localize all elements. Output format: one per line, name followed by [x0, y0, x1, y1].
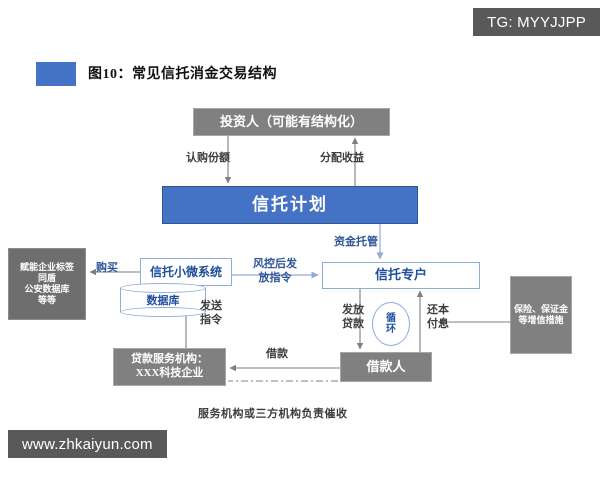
database-cylinder-bottom [120, 307, 206, 317]
node-investor: 投资人（可能有结构化） [193, 108, 390, 136]
legend-color-swatch [36, 62, 76, 86]
node-trust-plan: 信托计划 [162, 186, 418, 224]
edge-label-purchase: 购买 [96, 262, 118, 274]
node-trust-account: 信托专户 [322, 262, 480, 289]
edge-label-subscribe: 认购份额 [186, 152, 230, 164]
edge-label-risk-instruction: 风控后发 放指令 [253, 258, 297, 284]
figure-title: 图10：常见信托消金交易结构 [88, 67, 277, 82]
node-borrower: 借款人 [340, 352, 432, 382]
edge-label-custody: 资金托管 [334, 236, 378, 248]
edge-label-distribute: 分配收益 [320, 152, 364, 164]
node-database-label: 数据库 [146, 295, 180, 307]
edge-label-disburse-loan: 发放 贷款 [342, 304, 364, 330]
node-micro-system: 信托小微系统 [140, 258, 232, 286]
edge-label-repay: 还本 付息 [427, 304, 449, 330]
figure-caption: 服务机构或三方机构负责催收 [198, 408, 348, 420]
node-loan-servicer: 贷款服务机构： XXX科技企业 [113, 348, 226, 386]
edge-label-send-instruction: 发送 指令 [200, 300, 222, 326]
node-database: 数据库 [120, 283, 206, 317]
node-cycle: 循 环 [372, 302, 410, 346]
node-data-tags: 赋能企业标签 同盾 公安数据库 等等 [8, 248, 86, 320]
edge-label-borrow: 借款 [266, 348, 288, 360]
database-cylinder-top [120, 283, 206, 293]
node-credit-enhancement: 保险、保证金 等增信措施 [510, 276, 572, 354]
telegram-watermark-badge: TG: MYYJJPP [473, 8, 600, 36]
site-watermark-badge: www.zhkaiyun.com [8, 430, 167, 458]
